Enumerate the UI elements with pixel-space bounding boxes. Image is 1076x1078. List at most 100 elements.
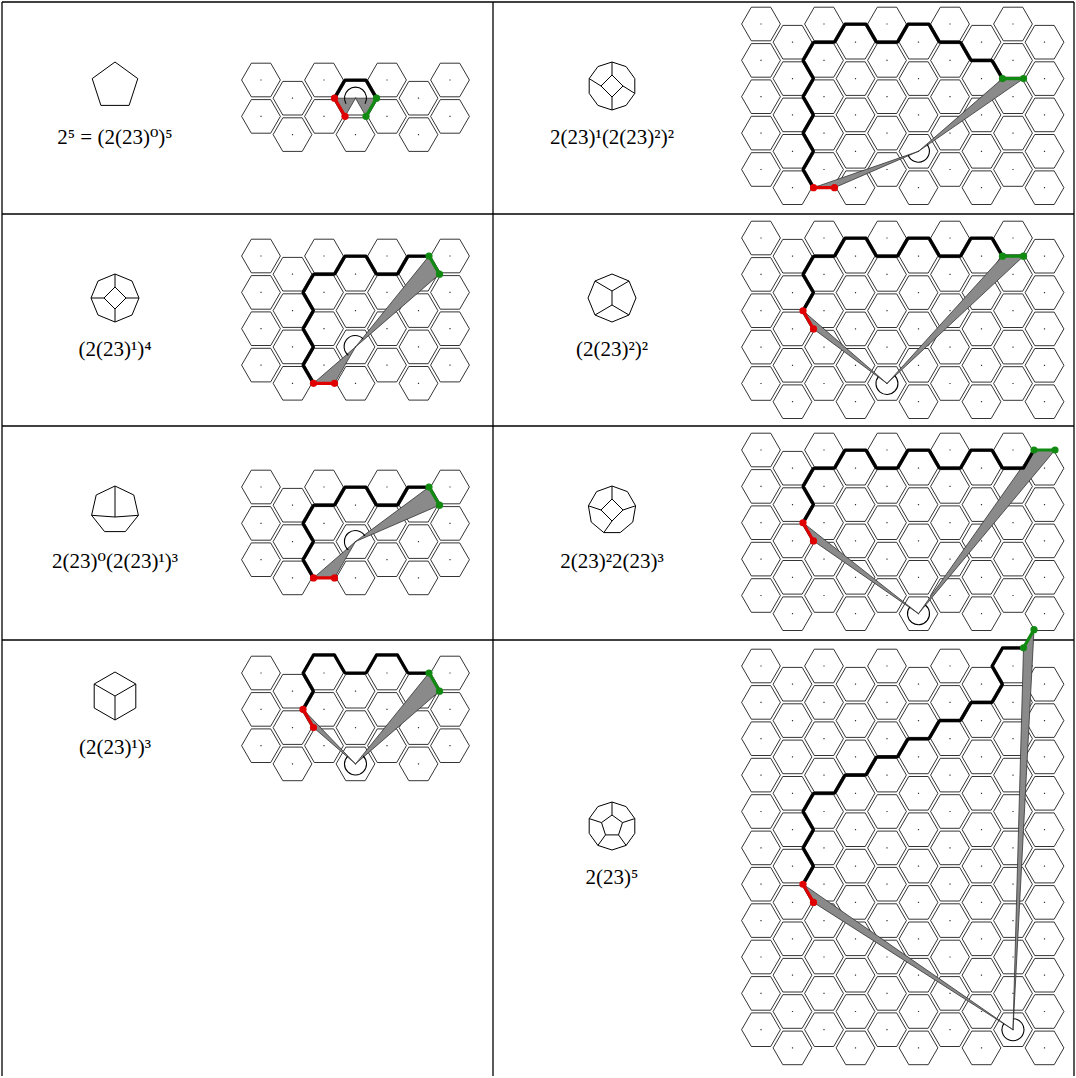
polyhedron-graph: [589, 802, 635, 850]
green-edge-dot: [1030, 626, 1037, 633]
red-edge-dot: [810, 325, 817, 332]
table-rule: [492, 2, 493, 1076]
hex-cell: [742, 433, 1064, 630]
formula-label: (2(23)¹)³: [79, 735, 151, 760]
grey-triangle: [919, 450, 1056, 614]
lattice-path: [303, 655, 429, 710]
red-edge-dot: [331, 380, 338, 387]
grey-triangle: [814, 151, 919, 187]
red-edge-dot: [810, 899, 817, 906]
polyhedron-graph: [588, 486, 635, 533]
table-rule: [1073, 2, 1074, 1076]
polyhedron-graph: [92, 62, 138, 105]
red-edge-dot: [299, 706, 306, 713]
green-edge-dot: [1020, 253, 1027, 260]
red-edge-dot: [810, 537, 817, 544]
formula-label: 2(23)⁰(2(23)¹)³: [52, 549, 178, 574]
formula-label: (2(23)²)²: [576, 337, 648, 362]
hex-cell: [242, 470, 470, 595]
hex-center-dot: [260, 486, 450, 578]
green-edge-dot: [436, 688, 443, 695]
green-edge-dot: [1051, 446, 1058, 453]
grey-triangle: [1013, 630, 1034, 1030]
grey-triangle: [356, 256, 440, 347]
grey-triangle: [314, 347, 356, 383]
hex-cell: [242, 239, 470, 400]
lattice-path: [303, 256, 429, 383]
hex-cell: [742, 221, 1064, 418]
red-edge-dot: [799, 881, 806, 888]
angle-arc: [344, 336, 363, 356]
green-edge-dot: [425, 483, 432, 490]
polyhedron-graph: [92, 486, 139, 532]
hex-cell: [242, 63, 470, 151]
hex-center-dot: [760, 449, 1045, 614]
hex-center-dot: [260, 255, 450, 384]
table-rule: [2, 213, 1074, 214]
grey-triangle: [803, 523, 919, 614]
lattice-path: [803, 238, 1003, 311]
angle-arc: [908, 145, 929, 163]
formula-label: 2(23)¹(2(23)²)²: [550, 125, 674, 150]
green-edge-dot: [425, 252, 432, 259]
green-edge-dot: [1030, 446, 1037, 453]
grey-triangle: [803, 311, 887, 384]
hex-cell: [242, 656, 470, 781]
angle-arc: [1002, 1019, 1024, 1041]
table-rule: [2, 639, 1074, 640]
polyhedron-graph: [589, 62, 635, 110]
lattice-path: [803, 24, 1003, 188]
red-edge-dot: [331, 95, 338, 102]
polyhedron-graph: [94, 672, 136, 720]
angle-arc: [907, 605, 929, 625]
red-edge-dot: [310, 724, 317, 731]
grey-triangle: [803, 884, 1013, 1029]
polyhedron-graph: [91, 274, 139, 322]
grey-triangle: [887, 256, 1024, 383]
formula-label: 2⁵ = (2(23)⁰)⁵: [57, 125, 172, 150]
red-edge-dot: [799, 307, 806, 314]
green-edge-dot: [999, 253, 1006, 260]
grey-triangle: [356, 673, 440, 764]
green-edge-dot: [436, 271, 443, 278]
green-edge-dot: [1020, 644, 1027, 651]
angle-arc: [345, 756, 367, 775]
red-edge-dot: [831, 184, 838, 191]
polyhedron-graph: [588, 274, 636, 322]
green-edge-dot: [999, 75, 1006, 82]
green-edge-dot: [1020, 75, 1027, 82]
angle-arc: [876, 376, 898, 395]
lattice-path: [803, 648, 1024, 884]
red-edge-dot: [310, 380, 317, 387]
hex-center-dot: [260, 79, 450, 135]
table-rule: [2, 1, 1074, 2]
grey-triangle: [919, 79, 1024, 152]
lattice-path: [335, 80, 377, 98]
red-edge-dot: [799, 519, 806, 526]
table-rule: [1, 2, 2, 1076]
grey-triangle: [314, 542, 356, 578]
green-edge-dot: [362, 113, 369, 120]
grey-triangle: [303, 709, 356, 764]
red-edge-dot: [810, 184, 817, 191]
hex-cell: [742, 649, 1064, 1064]
grey-triangle: [356, 487, 440, 542]
hex-center-dot: [760, 665, 1045, 1048]
hex-center-dot: [760, 23, 1045, 188]
formula-label: 2(23)⁵: [586, 865, 639, 890]
formula-label: 2(23)²2(23)³: [560, 549, 664, 574]
red-edge-dot: [331, 574, 338, 581]
lattice-path: [303, 487, 429, 578]
green-edge-dot: [436, 502, 443, 509]
formula-label: (2(23)¹)⁴: [79, 337, 152, 362]
green-edge-dot: [373, 95, 380, 102]
lattice-path: [803, 450, 1034, 523]
hex-center-dot: [760, 237, 1045, 402]
hex-cell: [742, 7, 1064, 204]
green-edge-dot: [425, 669, 432, 676]
red-edge-dot: [310, 574, 317, 581]
hex-center-dot: [260, 672, 450, 764]
red-edge-dot: [341, 113, 348, 120]
table-rule: [2, 425, 1074, 426]
